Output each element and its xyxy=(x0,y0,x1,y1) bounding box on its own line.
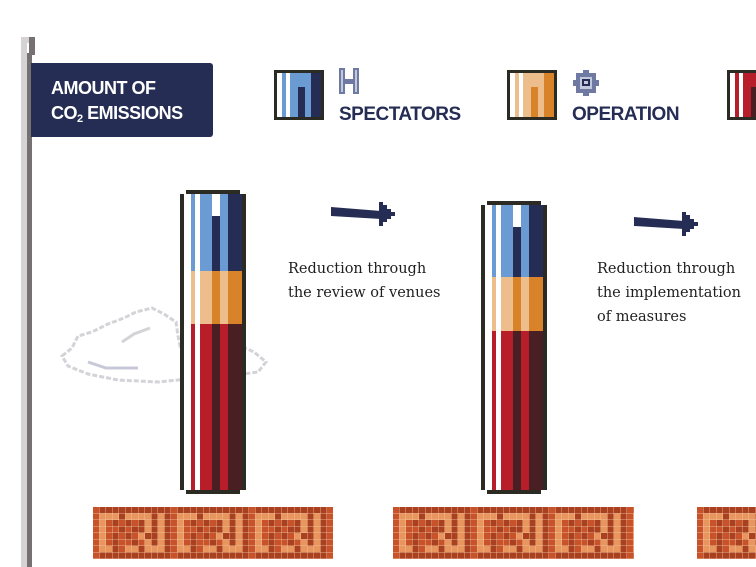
bar-segment-operation xyxy=(184,271,242,324)
step-caption-1: Reduction through the review of venues xyxy=(288,261,441,301)
third-swatch xyxy=(727,70,756,120)
legend-label-spectators: SPECTATORS xyxy=(339,104,461,125)
arrow-right-icon xyxy=(331,202,397,226)
title-line-1: AMOUNT OF xyxy=(51,78,156,98)
bar-segment-operation xyxy=(485,277,543,331)
gear-icon xyxy=(573,70,599,101)
legend-label-operation: OPERATION xyxy=(572,104,680,125)
brick-platform-2 xyxy=(393,507,634,559)
spectators-swatch xyxy=(274,70,324,120)
flag-pole xyxy=(21,37,35,567)
legend-item-third xyxy=(727,70,756,120)
title-line-2: CO2 EMISSIONS xyxy=(51,103,183,125)
operation-swatch xyxy=(507,70,557,120)
legend-item-operation xyxy=(507,70,557,120)
arrow-right-icon xyxy=(634,212,700,236)
bar-segment-third xyxy=(184,324,242,490)
bar-segment-spectators xyxy=(184,194,242,293)
title-flag: AMOUNT OF CO2 EMISSIONS xyxy=(31,63,213,137)
emission-bar-initial xyxy=(180,190,246,494)
bar-segment-third xyxy=(485,331,543,490)
brick-platform-1 xyxy=(93,507,333,559)
step-caption-2: Reduction through the implementation of … xyxy=(597,261,741,325)
binoculars-icon xyxy=(338,68,360,99)
brick-platform-3 xyxy=(697,507,756,559)
legend-item-spectators xyxy=(274,70,324,120)
emission-bar-after-review xyxy=(481,201,547,494)
bar-segment-spectators xyxy=(485,205,543,299)
